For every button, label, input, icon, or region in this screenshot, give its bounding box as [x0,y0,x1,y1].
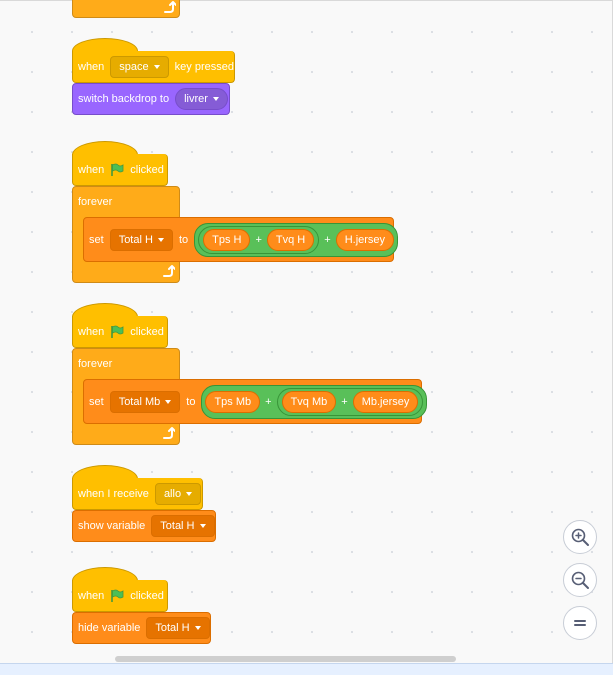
variable-dropdown-value: Total H [160,520,195,532]
tvq-h-reporter[interactable]: Tvq H [266,229,315,251]
hide-variable-stack[interactable]: when clicked hide variable Total H [72,567,222,649]
backdrop-dropdown-value: livrer [184,93,208,105]
loop-arrow-icon [163,265,175,277]
clicked-label: clicked [130,164,164,176]
green-flag-icon [111,589,124,602]
when-label: when [78,326,105,338]
loop-arrow-icon [163,427,175,439]
zoom-in-icon [571,528,589,546]
tps-h-reporter[interactable]: Tps H [203,229,251,251]
show-variable-label: show variable [78,520,146,532]
plus-label: + [265,396,272,408]
plus-label: + [255,234,262,246]
hide-variable-label: hide variable [78,622,141,634]
mb-jersey-reporter[interactable]: Mb.jersey [352,391,419,413]
green-flag-icon [111,325,124,338]
key-pressed-stack[interactable]: when space key pressed switch backdrop t… [72,38,242,118]
variable-dropdown[interactable]: Total Mb [109,391,181,413]
zoom-out-button[interactable] [563,563,597,597]
chevron-down-icon [186,492,193,496]
tps-mb-reporter[interactable]: Tps Mb [205,391,261,413]
key-dropdown-value: space [119,61,149,73]
forever-label: forever [78,358,113,370]
forever-label: forever [78,196,113,208]
variable-dropdown-value: Total H [155,622,190,634]
clicked-label: clicked [130,590,164,602]
set-label: set [89,234,104,246]
add-operator-inner[interactable]: Tps H + Tvq H [198,226,320,254]
set-label: set [89,396,104,408]
add-operator-inner[interactable]: Tvq Mb + Mb.jersey [276,388,424,416]
to-label: to [178,234,189,246]
backdrop-dropdown[interactable]: livrer [175,88,228,110]
h-jersey-reporter[interactable]: H.jersey [335,229,395,251]
tvq-mb-reporter[interactable]: Tvq Mb [281,391,337,413]
zoom-reset-icon [574,620,586,626]
total-h-stack[interactable]: when clicked forever set Total H to Tps … [72,141,402,286]
when-label: when [78,590,105,602]
variable-dropdown[interactable]: Total H [146,617,210,639]
partial-forever-stack[interactable] [72,0,182,20]
chevron-down-icon [157,238,164,242]
when-i-receive-label: when I receive [78,488,149,500]
message-dropdown[interactable]: allo [154,483,202,505]
total-mb-stack[interactable]: when clicked forever set Total Mb to Tps… [72,303,428,448]
zoom-out-icon [571,571,589,589]
variable-dropdown-value: Total H [118,234,153,246]
when-label: when [78,164,105,176]
to-label: to [186,396,196,408]
receive-stack[interactable]: when I receive allo show variable Total … [72,465,222,547]
variable-dropdown[interactable]: Total H [151,515,215,537]
zoom-reset-button[interactable] [563,606,597,640]
canvas-top-border [0,0,613,1]
bottom-status-bar [0,663,613,675]
add-operator-outer[interactable]: Tps Mb + Tvq Mb + Mb.jersey [201,385,428,419]
partial-forever-bottom[interactable] [72,0,180,18]
green-flag-icon [111,163,124,176]
variable-dropdown-value: Total Mb [118,396,161,408]
horizontal-scrollbar[interactable] [115,656,456,662]
chevron-down-icon [165,400,172,404]
chevron-down-icon [194,626,201,630]
loop-arrow-icon [164,1,176,13]
switch-backdrop-label: switch backdrop to [78,93,170,105]
chevron-down-icon [153,65,160,69]
variable-dropdown[interactable]: Total H [109,229,173,251]
add-operator-outer[interactable]: Tps H + Tvq H + H.jersey [194,223,399,257]
key-dropdown[interactable]: space [110,56,169,78]
message-dropdown-value: allo [163,488,182,500]
clicked-label: clicked [130,326,164,338]
key-pressed-label: key pressed [174,61,234,73]
zoom-in-button[interactable] [563,520,597,554]
plus-label: + [324,234,331,246]
chevron-down-icon [212,97,219,101]
chevron-down-icon [199,524,206,528]
plus-label: + [341,396,348,408]
when-label: when [78,61,105,73]
